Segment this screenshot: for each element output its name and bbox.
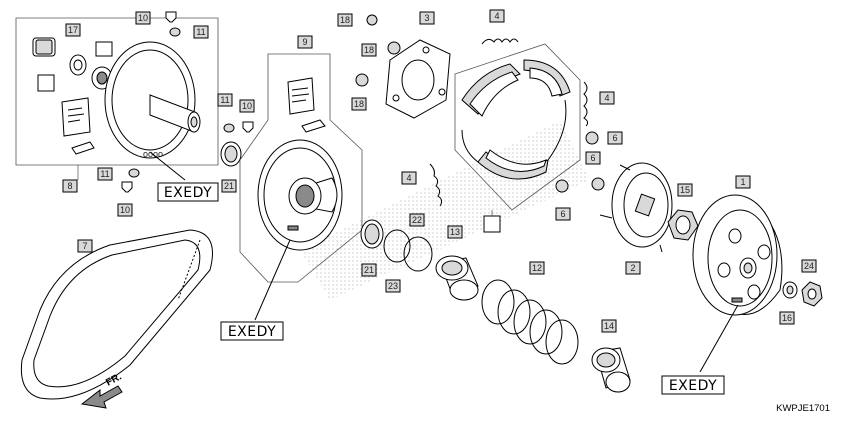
- label-card-9: [287, 77, 315, 115]
- svg-text:11: 11: [100, 169, 109, 179]
- square-marker: [95, 41, 113, 57]
- svg-text:17: 17: [68, 25, 78, 35]
- svg-text:22: 22: [412, 215, 422, 225]
- svg-text:10: 10: [120, 205, 130, 215]
- cap-11-mid: 11: [217, 93, 235, 133]
- svg-text:21: 21: [364, 265, 374, 275]
- svg-text:6: 6: [590, 153, 595, 163]
- spring-4-right: 4: [583, 81, 615, 127]
- clutch-shoes: [461, 59, 571, 180]
- svg-text:6: 6: [612, 133, 617, 143]
- square-marker: [37, 74, 55, 92]
- exedy-label-1: EXEDY: [149, 151, 219, 202]
- tag-8: 8: [62, 179, 78, 193]
- seal-21-mid: 21: [360, 219, 384, 277]
- slider-piece: [71, 141, 95, 155]
- bolt-10-left: 10: [117, 181, 133, 217]
- oring-22: 22: [403, 213, 433, 272]
- svg-text:EXEDY: EXEDY: [669, 378, 717, 394]
- svg-text:6: 6: [560, 209, 565, 219]
- nut-15: 15: [667, 183, 699, 241]
- svg-text:1: 1: [740, 177, 745, 187]
- svg-text:18: 18: [354, 99, 364, 109]
- bolt-10-top: 10: [135, 11, 177, 25]
- svg-text:14: 14: [604, 321, 614, 331]
- svg-text:EXEDY: EXEDY: [164, 185, 212, 201]
- svg-text:9: 9: [302, 37, 307, 47]
- svg-text:10: 10: [138, 13, 148, 23]
- svg-text:16: 16: [782, 313, 792, 323]
- group-9-frame: [239, 53, 363, 283]
- svg-text:7: 7: [82, 241, 87, 251]
- tag-17: 17: [65, 23, 81, 37]
- nut-6-b: 6: [585, 151, 605, 191]
- cap-11-left: 11: [97, 167, 140, 181]
- svg-text:24: 24: [804, 261, 814, 271]
- svg-text:4: 4: [494, 11, 499, 21]
- drive-plate-2: 2: [599, 162, 673, 275]
- svg-text:11: 11: [196, 27, 205, 37]
- bolt-10-mid: 10: [239, 99, 255, 133]
- svg-text:EXEDY: EXEDY: [228, 324, 276, 340]
- svg-text:2: 2: [630, 263, 635, 273]
- spring-12: 12: [481, 261, 579, 365]
- exedy-label-2: EXEDY: [220, 239, 291, 341]
- svg-text:18: 18: [364, 45, 374, 55]
- svg-text:12: 12: [532, 263, 542, 273]
- nut-18-mid: 18: [361, 41, 401, 57]
- svg-text:4: 4: [604, 93, 609, 103]
- nut-18-top: 18: [337, 13, 378, 27]
- seal-21-left: 21: [220, 141, 242, 193]
- square-marker: [483, 215, 501, 233]
- svg-text:4: 4: [406, 173, 411, 183]
- clutch-outer-1: 1: [692, 175, 783, 316]
- plate-3: 3: [385, 11, 451, 119]
- svg-text:13: 13: [450, 227, 460, 237]
- diagram-code: KWPJE1701: [776, 403, 830, 414]
- group-8-frame: [15, 17, 219, 166]
- svg-text:10: 10: [242, 101, 252, 111]
- nut-6-a: 6: [585, 131, 623, 145]
- slider-piece-9: [301, 119, 326, 133]
- washer-16: 16: [779, 281, 798, 325]
- collar-14: 14: [591, 319, 631, 393]
- nut-18-low: 18: [351, 73, 369, 111]
- cap-11-top: 11: [169, 25, 209, 39]
- nut-6-c: 6: [555, 179, 571, 221]
- svg-text:23: 23: [388, 281, 398, 291]
- tag-9: 9: [297, 35, 313, 49]
- drive-belt-7: 7: [20, 229, 213, 400]
- oring-23: 23: [383, 229, 411, 293]
- svg-text:11: 11: [220, 95, 229, 105]
- label-card: [61, 97, 91, 137]
- svg-text:21: 21: [224, 181, 234, 191]
- nut-24: 24: [801, 259, 823, 307]
- clutch-shoe-frame: [454, 43, 581, 211]
- svg-text:18: 18: [340, 15, 350, 25]
- spring-4-top: 4: [481, 9, 519, 45]
- svg-text:3: 3: [424, 13, 429, 23]
- svg-text:15: 15: [680, 185, 690, 195]
- collar-13: 13: [435, 225, 479, 301]
- svg-text:8: 8: [67, 181, 72, 191]
- spring-4-mid: 4: [401, 163, 443, 207]
- exedy-label-3: EXEDY: [661, 304, 739, 395]
